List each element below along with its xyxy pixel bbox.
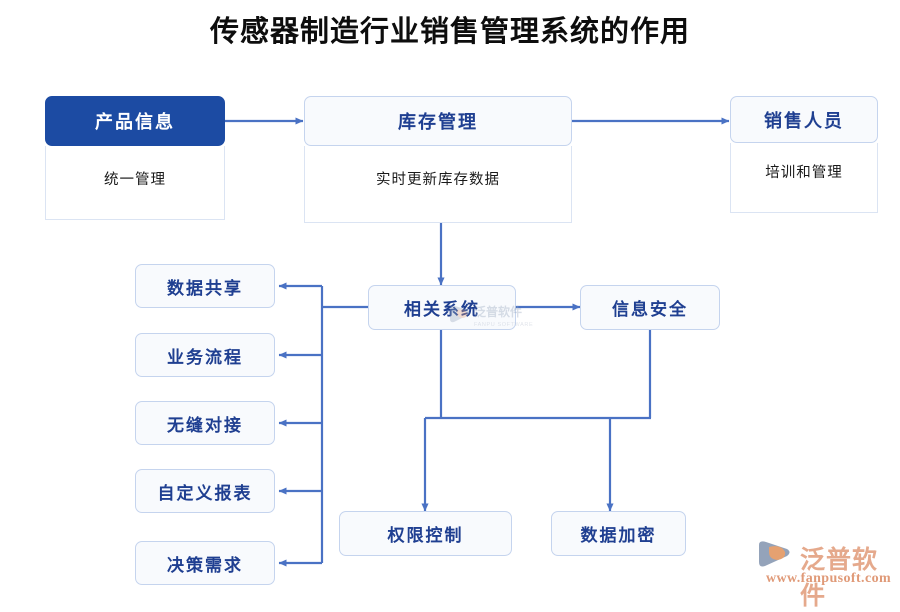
node-information-security[interactable]: 信息安全 (580, 285, 720, 330)
card-inventory-management[interactable]: 库存管理 实时更新库存数据 (304, 96, 572, 223)
card-product-info-header: 产品信息 (45, 96, 225, 146)
node-related-system[interactable]: 相关系统 (368, 285, 516, 330)
node-decision-demand[interactable]: 决策需求 (135, 541, 275, 585)
card-inventory-management-header: 库存管理 (304, 96, 572, 146)
node-permission-control[interactable]: 权限控制 (339, 511, 512, 556)
card-sales-staff-header: 销售人员 (730, 96, 878, 143)
card-inventory-management-body: 实时更新库存数据 (304, 146, 572, 223)
node-data-sharing[interactable]: 数据共享 (135, 264, 275, 308)
page-title: 传感器制造行业销售管理系统的作用 (209, 16, 690, 48)
brand-url: www.fanpusoft.com (766, 571, 892, 586)
node-seamless-docking[interactable]: 无缝对接 (135, 401, 275, 445)
node-business-process[interactable]: 业务流程 (135, 333, 275, 377)
node-data-encryption[interactable]: 数据加密 (551, 511, 686, 556)
brand-mark-icon (759, 541, 790, 567)
card-sales-staff-body: 培训和管理 (730, 143, 878, 213)
brand-logo: 泛普软件 www.fanpusoft.com (756, 538, 896, 610)
node-custom-report[interactable]: 自定义报表 (135, 469, 275, 513)
card-sales-staff[interactable]: 销售人员 培训和管理 (730, 96, 878, 213)
card-product-info-body: 统一管理 (45, 146, 225, 220)
card-product-info[interactable]: 产品信息 统一管理 (45, 96, 225, 220)
